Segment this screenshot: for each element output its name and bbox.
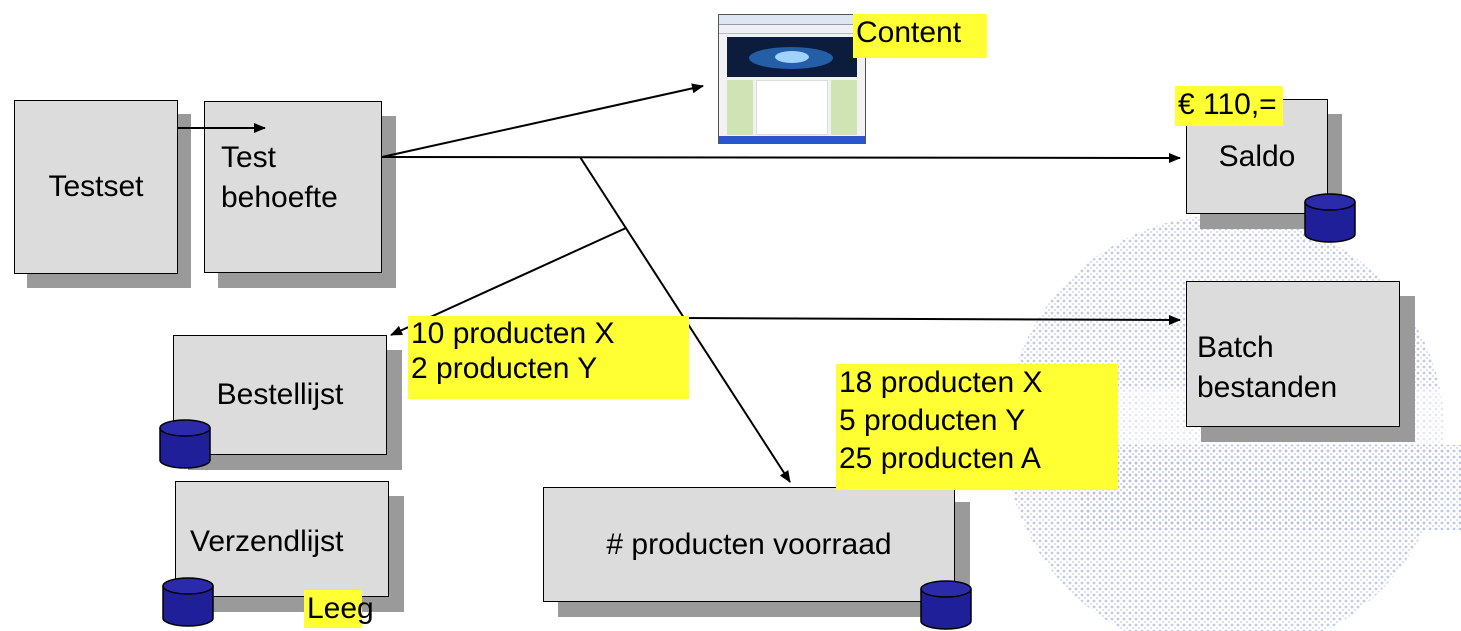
testset-label: Testset	[48, 170, 144, 203]
arrow-to-saldo	[381, 152, 1181, 163]
bestellijst-label: Bestellijst	[216, 378, 344, 411]
batch-label-line1: Batch	[1197, 331, 1274, 364]
verzendlijst-box: Verzendlijst	[175, 481, 389, 597]
arrow-to-content	[381, 83, 704, 158]
bestellijst-value-line2: 2 producten Y	[411, 352, 598, 385]
content-label: Content	[853, 14, 987, 58]
database-icon	[162, 577, 214, 627]
voorraad-value-line3: 25 producten A	[839, 442, 1041, 475]
testbehoefte-label-line2: behoefte	[221, 181, 338, 214]
browser-screenshot-icon	[718, 14, 866, 144]
saldo-value-label: € 110,=	[1175, 86, 1283, 126]
voorraad-box: # producten voorraad	[543, 487, 955, 602]
batch-box: Batch bestanden	[1186, 281, 1400, 427]
database-icon	[1304, 193, 1356, 243]
verzendlijst-label: Verzendlijst	[190, 525, 344, 558]
batch-label-line2: bestanden	[1197, 371, 1338, 404]
bestellijst-values: 10 producten X 2 producten Y	[408, 316, 689, 399]
voorraad-label: # producten voorraad	[606, 527, 892, 561]
saldo-label: Saldo	[1218, 139, 1296, 173]
bestellijst-value-line1: 10 producten X	[411, 317, 615, 350]
voorraad-value-line1: 18 producten X	[839, 366, 1043, 399]
leeg-label: Leeg	[304, 590, 374, 628]
database-icon	[159, 419, 211, 469]
testbehoefte-label-line1: Test	[221, 141, 277, 174]
database-icon	[920, 580, 972, 630]
testset-box: Testset	[14, 100, 178, 274]
testbehoefte-box: Test behoefte	[204, 101, 382, 273]
voorraad-value-line2: 5 producten Y	[839, 404, 1026, 437]
voorraad-values: 18 producten X 5 producten Y 25 producte…	[836, 364, 1118, 490]
